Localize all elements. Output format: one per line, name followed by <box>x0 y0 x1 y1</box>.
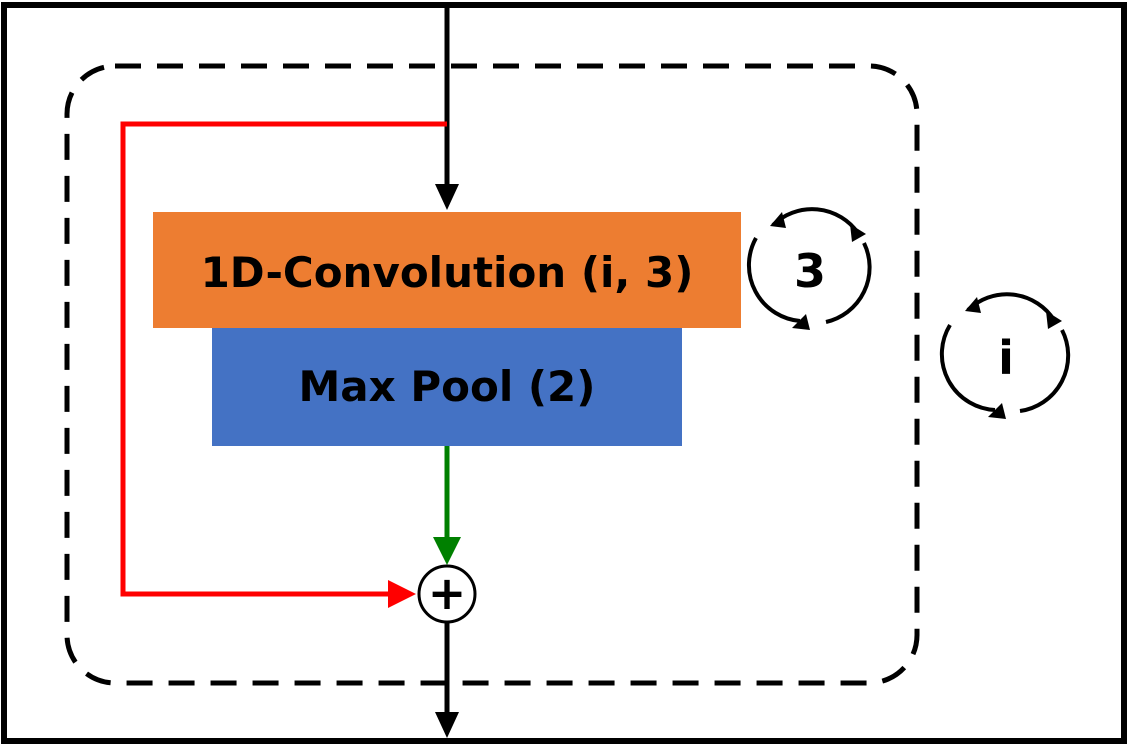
sum-node-symbol: + <box>428 566 467 620</box>
pool-block-label: Max Pool (2) <box>299 362 596 411</box>
conv-block <box>153 212 741 328</box>
output-arrowhead <box>435 712 459 738</box>
skip-connection-line <box>120 121 447 597</box>
conv-block-label: 1D-Convolution (i, 3) <box>201 248 694 297</box>
block-output-arrowhead <box>433 537 461 565</box>
pool-block <box>212 328 682 446</box>
input-arrowhead <box>435 184 459 210</box>
inner-loop-label: 3 <box>794 244 826 298</box>
outer-loop-label: i <box>998 331 1014 385</box>
inner-loop-repeat-icon <box>746 207 872 330</box>
skip-connection-arrowhead <box>388 580 416 608</box>
outer-loop-repeat-icon <box>939 292 1071 419</box>
